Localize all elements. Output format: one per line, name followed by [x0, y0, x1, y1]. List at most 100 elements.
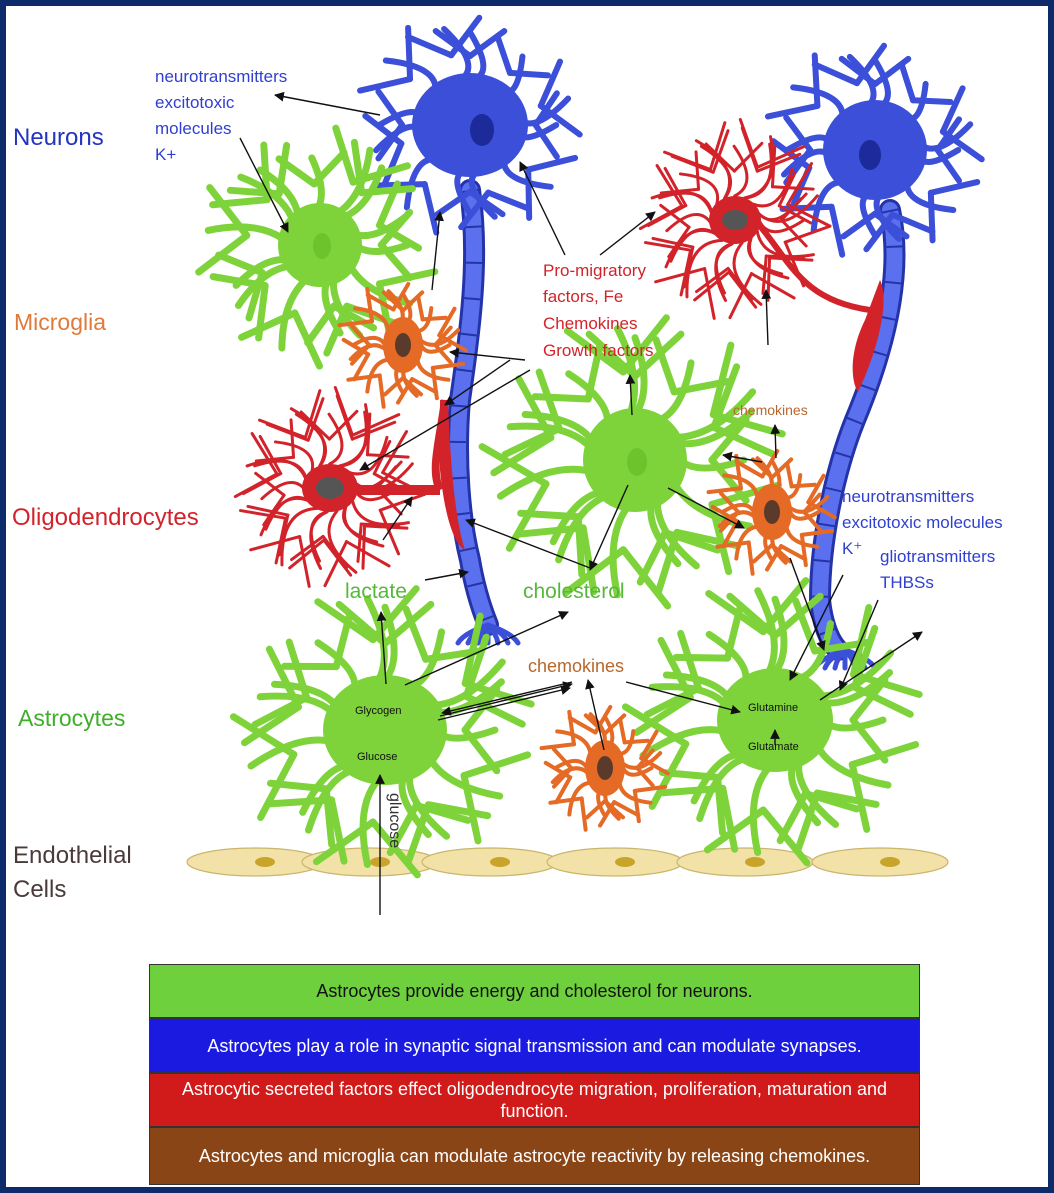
category-endothelial-line2: Cells	[13, 876, 66, 903]
cell-process-branch	[787, 464, 791, 487]
label-glucose-cell: Glucose	[357, 751, 397, 763]
cell-process-branch	[363, 526, 365, 568]
category-neurons: Neurons	[13, 124, 104, 151]
astrocyte-bottom-right	[625, 581, 919, 863]
category-oligodendrocytes: Oligodendrocytes	[12, 504, 199, 531]
legend-chemokines-text: Astrocytes and microglia can modulate as…	[199, 1145, 870, 1167]
cell-process-branch	[295, 313, 320, 366]
cell-process-branch	[300, 537, 310, 587]
cell-process-branch	[354, 142, 361, 192]
cell-process-branch	[772, 187, 813, 189]
cell-process-branch	[768, 258, 770, 300]
cell-process-branch	[729, 272, 756, 307]
label-lactate: lactate	[345, 580, 407, 603]
astro-factors: Pro-migratory factors, Fe Chemokines Gro…	[543, 261, 654, 360]
label-neurotransmitters-right: neurotransmitters	[842, 487, 974, 506]
label-chemokines-red: Chemokines	[543, 314, 638, 333]
endothelial-nucleus	[745, 857, 765, 867]
cell-process-branch	[718, 777, 723, 832]
label-molecules: molecules	[155, 119, 232, 138]
cell-process-branch	[763, 256, 766, 293]
cell-process	[247, 460, 307, 482]
label-glucose-arrow: glucose	[386, 793, 403, 848]
label-thbss: THBSs	[880, 573, 934, 592]
cell-process-branch	[749, 542, 753, 573]
cell-process-branch	[582, 798, 586, 829]
cell-process-branch	[230, 190, 279, 194]
label-k-plus: K+	[155, 145, 176, 164]
endothelial-nucleus	[490, 857, 510, 867]
label-factors-fe: factors, Fe	[543, 287, 623, 306]
label-pro-migratory: Pro-migratory	[543, 261, 646, 280]
cell-process-branch	[510, 73, 548, 75]
endothelial-layer	[187, 848, 948, 876]
label-excitotoxic: excitotoxic	[155, 93, 235, 112]
label-growth-factors: Growth factors	[543, 341, 654, 360]
label-k-plus-right: K⁺	[842, 539, 862, 558]
legend-chemokines: Astrocytes and microglia can modulate as…	[149, 1127, 920, 1185]
cell-process-branch	[913, 100, 950, 102]
label-chemokines-small: chemokines	[733, 402, 808, 418]
legend-oligodendrocyte: Astrocytic secreted factors effect oligo…	[149, 1073, 920, 1127]
cell-process-branch	[656, 269, 705, 282]
cell-process-branch	[672, 156, 713, 172]
cell-process-branch	[324, 540, 351, 575]
neuron-right	[768, 46, 982, 668]
cell-process-branch	[766, 256, 803, 258]
cell-process-branch	[792, 485, 815, 487]
legend-energy-text: Astrocytes provide energy and cholestero…	[316, 980, 752, 1002]
cell-process-branch	[267, 424, 308, 440]
category-endothelial-line1: Endothelial	[13, 842, 132, 869]
cell-process-branch	[423, 318, 446, 320]
cell-process-branch	[269, 800, 331, 804]
label-chemokines-mid: chemokines	[528, 656, 624, 676]
cell-process-branch	[832, 207, 843, 255]
cell-process-branch	[358, 524, 361, 561]
cell-process-branch	[535, 397, 588, 399]
label-gliotransmitters: gliotransmitters	[880, 547, 995, 566]
gliotransmitters: gliotransmitters THBSs	[880, 547, 995, 592]
endothelial-nucleus	[880, 857, 900, 867]
label-excitotoxic-molecules: excitotoxic molecules	[842, 513, 1003, 532]
label-glutamine: Glutamine	[748, 702, 798, 714]
endothelial-nucleus	[615, 857, 635, 867]
cell-process	[652, 192, 712, 214]
cell-process-branch	[705, 269, 715, 319]
legend-oligodendrocyte-text: Astrocytic secreted factors effect oligo…	[174, 1078, 895, 1122]
cell-process-branch	[661, 788, 723, 793]
cell-process-branch	[620, 720, 624, 743]
cell-process-branch	[380, 375, 384, 406]
label-neurotransmitters: neurotransmitters	[155, 67, 287, 86]
cell-process-branch	[362, 189, 413, 193]
label-glutamate: Glutamate	[748, 741, 799, 753]
cell-process-branch	[251, 537, 300, 550]
category-microglia: Microglia	[14, 309, 106, 335]
cell-process-branch	[768, 106, 817, 117]
cell-process-branch	[625, 741, 648, 743]
cell-process-branch	[676, 657, 727, 658]
cell-process-branch	[931, 182, 977, 193]
cell-process-branch	[578, 517, 582, 575]
cell-process-branch	[252, 434, 277, 474]
category-astrocytes: Astrocytes	[18, 705, 125, 731]
cell-process-branch	[425, 184, 437, 232]
cell-process-branch	[418, 297, 422, 320]
cell-process-branch	[219, 255, 263, 273]
cell-process-branch	[519, 528, 583, 534]
endothelial-nucleus	[255, 857, 275, 867]
cell-process-branch	[528, 158, 575, 170]
legend-energy: Astrocytes provide energy and cholestero…	[149, 964, 920, 1018]
label-cholesterol: cholesterol	[523, 580, 625, 603]
cell-process-branch	[902, 65, 913, 101]
cell-process-branch	[367, 455, 408, 457]
oligodendrocyte-left	[235, 388, 445, 587]
label-glycogen: Glycogen	[355, 705, 401, 717]
cell-process-branch	[498, 37, 510, 73]
cell-process-branch	[291, 420, 294, 457]
cell-process-branch	[696, 152, 699, 189]
cell-process-branch	[360, 79, 410, 90]
legend-synaptic-text: Astrocytes play a role in synaptic signa…	[207, 1035, 861, 1057]
cell-process-branch	[657, 166, 682, 206]
cell-process-branch	[542, 744, 574, 748]
